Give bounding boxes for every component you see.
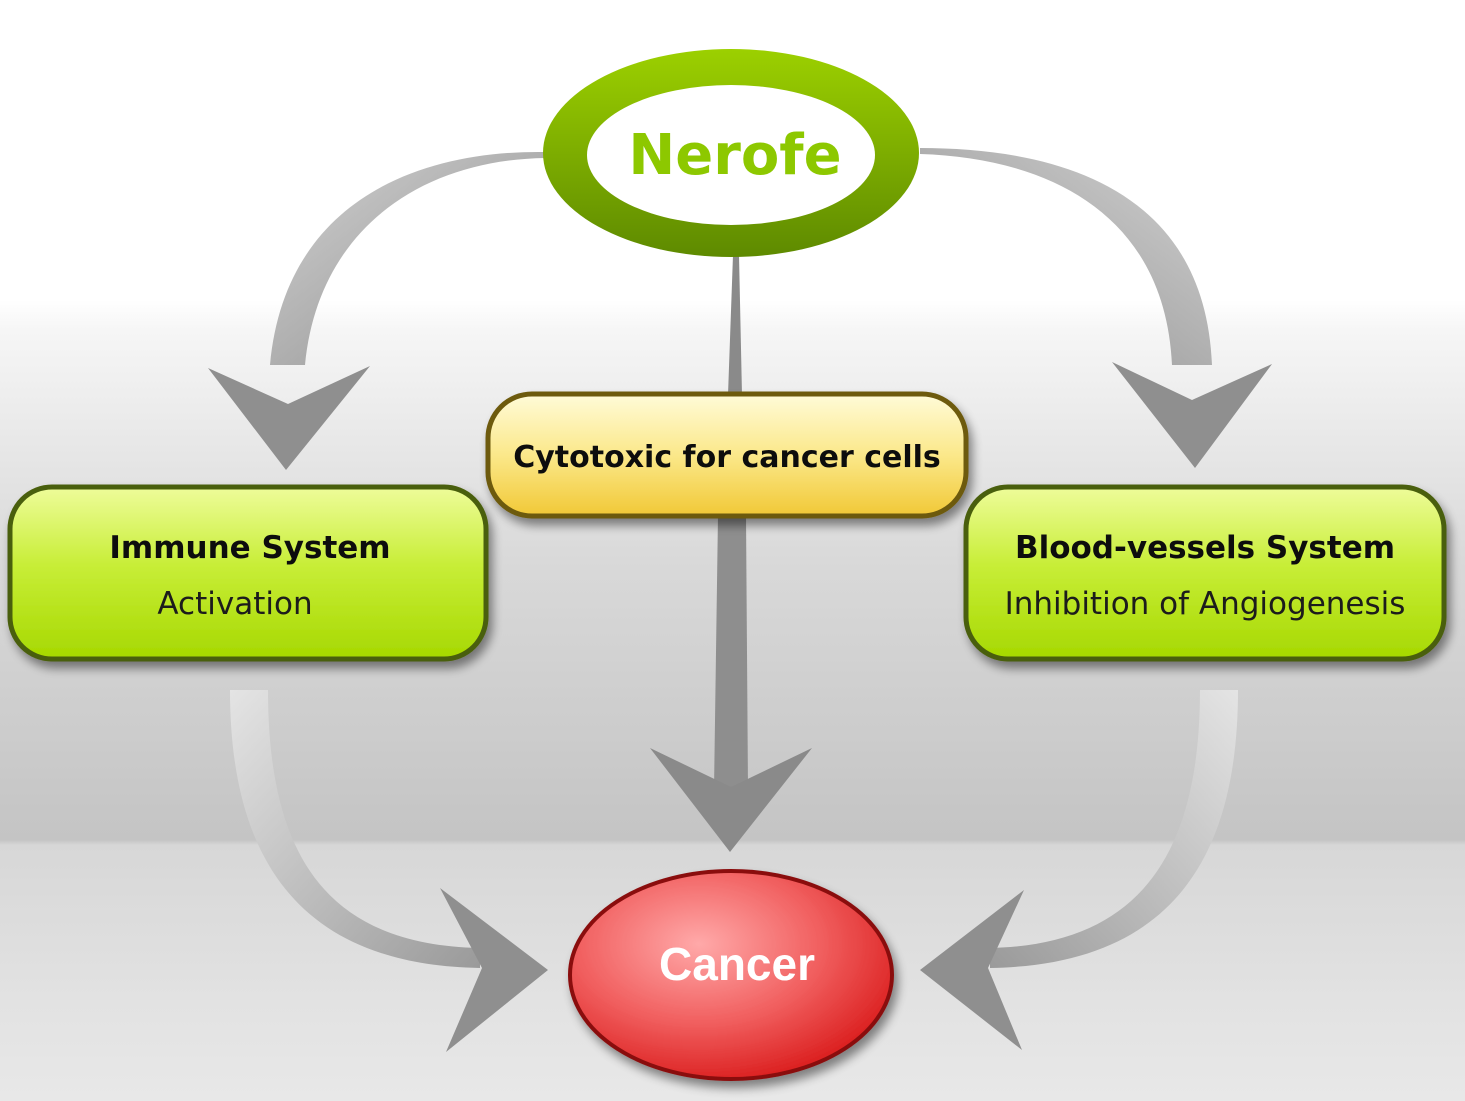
arrow-nerofe-to-blood [920, 148, 1272, 468]
cytotoxic-box[interactable]: Cytotoxic for cancer cells [485, 391, 969, 519]
cancer-node[interactable]: Cancer [568, 869, 894, 1081]
cancer-label: Cancer [659, 938, 815, 990]
blood-vessels-system-box[interactable]: Blood-vessels System Inhibition of Angio… [963, 484, 1447, 662]
cytotoxic-label: Cytotoxic for cancer cells [513, 440, 941, 475]
immune-system-box[interactable]: Immune System Activation [7, 484, 489, 662]
arrow-immune-to-cancer [230, 690, 548, 1052]
immune-system-title: Immune System [109, 530, 390, 566]
immune-system-subtitle: Activation [157, 586, 312, 622]
nerofe-label: Nerofe [628, 123, 841, 188]
arrow-blood-to-cancer [920, 690, 1238, 1050]
blood-vessels-system-title: Blood-vessels System [1015, 530, 1395, 566]
blood-vessels-system-subtitle: Inhibition of Angiogenesis [1005, 586, 1406, 622]
arrow-nerofe-to-immune [208, 151, 545, 470]
arrow-nerofe-to-cytotoxic [728, 255, 742, 395]
nerofe-node[interactable]: Nerofe [543, 49, 919, 257]
arrow-cytotoxic-to-cancer [650, 515, 812, 852]
